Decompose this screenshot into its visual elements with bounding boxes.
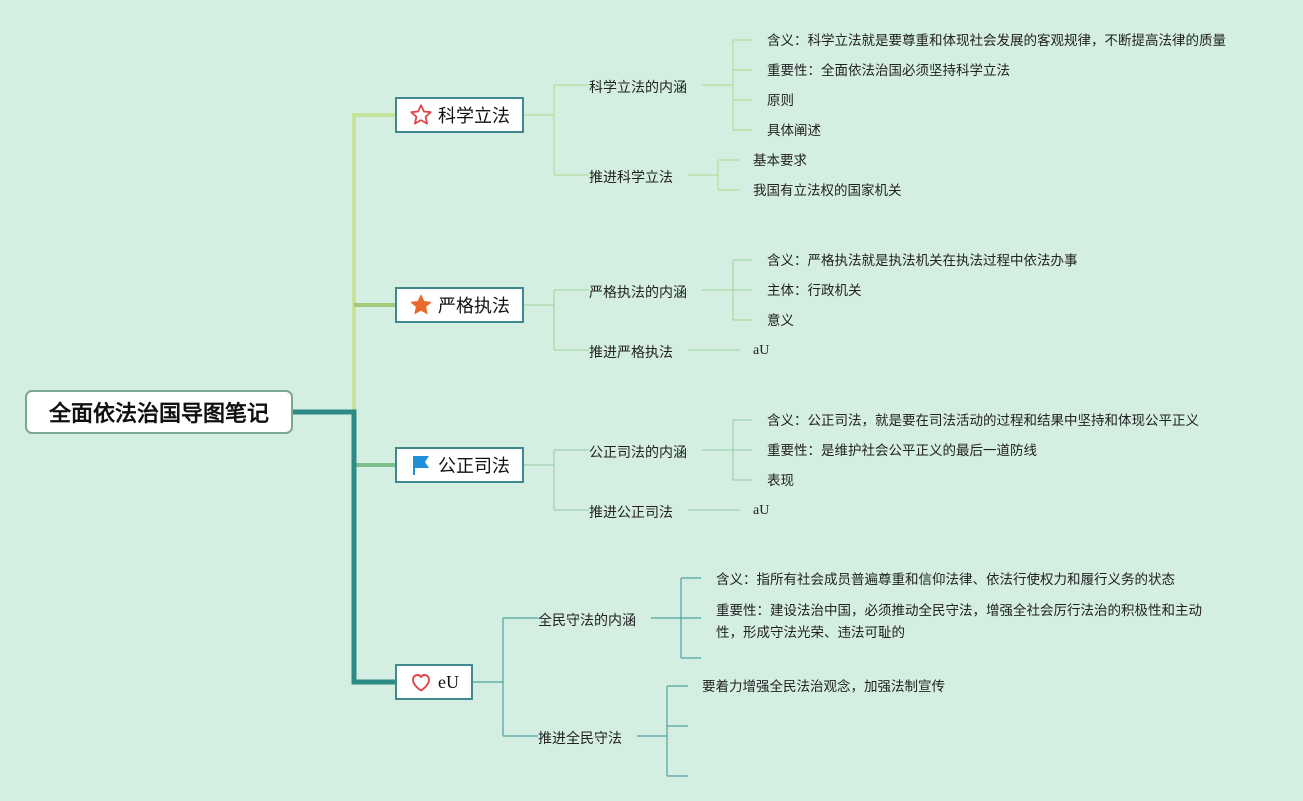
connector-b4-leaves-b — [637, 685, 688, 777]
leaf-node[interactable]: 重要性：全面依法治国必须坚持科学立法 — [767, 63, 1010, 79]
leaf-node[interactable]: 基本要求 — [753, 153, 807, 169]
connector-b1-leaves-b — [688, 159, 740, 191]
leaf-node[interactable]: aU — [753, 343, 770, 358]
leaf-node[interactable]: 重要性：是维护社会公平正义的最后一道防线 — [767, 443, 1037, 459]
leaf-node[interactable]: 原则 — [767, 93, 794, 109]
leaf-node[interactable]: 具体阐述 — [767, 123, 821, 139]
branch-label: 严格执法 — [438, 296, 510, 317]
connector-root-branch-3 — [352, 412, 395, 467]
flag-icon — [409, 453, 433, 477]
leaf-node[interactable]: 要着力增强全民法治观念，加强法制宣传 — [702, 679, 945, 695]
root-topic-label: 全面依法治国导图笔记 — [48, 402, 269, 427]
connector-b3-leaves-a — [702, 419, 752, 481]
branch-label: eU — [438, 671, 459, 692]
connector-b2-leaves-a — [702, 259, 752, 321]
connector-b4-leaves-a — [651, 577, 701, 659]
leaf-node[interactable]: 重要性：建设法治中国，必须推动全民守法，增强全社会厉行法治的积极性和主动性，形成… — [716, 603, 1202, 641]
subtopic-advance-strict-enforcement[interactable]: 推进严格执法 — [589, 345, 673, 361]
subtopic-advance-universal-law-abiding[interactable]: 推进全民守法 — [538, 731, 622, 747]
subtopic-scientific-legislation-meaning[interactable]: 科学立法的内涵 — [589, 80, 687, 96]
leaf-node[interactable]: 含义：严格执法就是执法机关在执法过程中依法办事 — [767, 253, 1078, 269]
branch-strict-law-enforcement[interactable]: 严格执法 — [395, 287, 524, 323]
connector-b1-leaves-a — [702, 39, 752, 131]
connector-root-branch-1 — [293, 113, 395, 414]
branch-scientific-legislation[interactable]: 科学立法 — [395, 97, 524, 133]
leaf-node[interactable]: 含义：科学立法就是要尊重和体现社会发展的客观规律，不断提高法律的质量 — [767, 33, 1226, 49]
connector-root-branch-4 — [293, 409, 395, 685]
subtopic-strict-enforcement-meaning[interactable]: 严格执法的内涵 — [589, 285, 687, 301]
leaf-node[interactable]: 我国有立法权的国家机关 — [753, 183, 902, 199]
connector-b2-subs — [524, 289, 589, 351]
root-topic[interactable]: 全面依法治国导图笔记 — [25, 390, 293, 434]
subtopic-advance-scientific-legislation[interactable]: 推进科学立法 — [589, 170, 673, 186]
leaf-node[interactable]: 意义 — [767, 313, 794, 329]
connector-b4-subs — [473, 617, 538, 737]
connector-b3-subs — [524, 449, 589, 511]
leaf-node[interactable]: 含义：公正司法，就是要在司法活动的过程和结果中坚持和体现公平正义 — [767, 413, 1199, 429]
leaf-node[interactable]: 含义：指所有社会成员普遍尊重和信仰法律、依法行使权力和履行义务的状态 — [716, 572, 1175, 588]
subtopic-advance-fair-justice[interactable]: 推进公正司法 — [589, 505, 673, 521]
leaf-node[interactable]: 表现 — [767, 473, 794, 489]
branch-universal-law-abiding[interactable]: eU — [395, 664, 473, 700]
branch-label: 科学立法 — [438, 106, 510, 127]
subtopic-universal-law-abiding-meaning[interactable]: 全民守法的内涵 — [538, 613, 636, 629]
leaf-node[interactable]: 主体：行政机关 — [767, 283, 862, 299]
branch-fair-justice[interactable]: 公正司法 — [395, 447, 524, 483]
connector-b1-subs — [524, 84, 589, 176]
star-outline-icon — [409, 103, 433, 127]
branch-label: 公正司法 — [438, 456, 510, 477]
heart-icon — [409, 670, 433, 694]
subtopic-fair-justice-meaning[interactable]: 公正司法的内涵 — [589, 445, 687, 461]
star-filled-icon — [409, 293, 433, 317]
leaf-node[interactable]: aU — [753, 503, 770, 518]
